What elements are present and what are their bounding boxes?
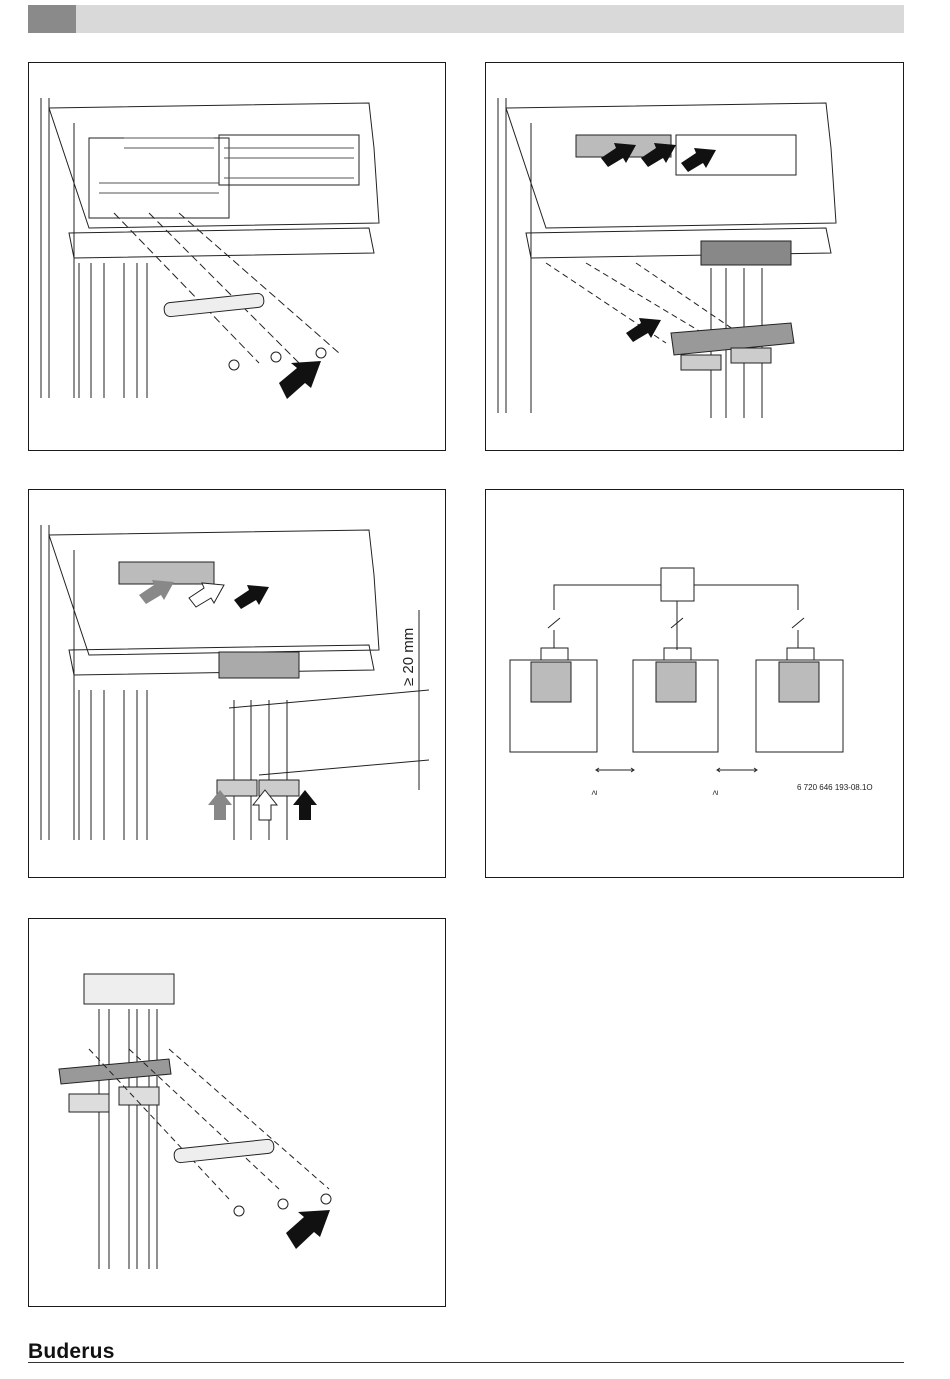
figure-2-illustration: [486, 63, 905, 452]
figure-3-illustration: [29, 490, 447, 879]
figure-panel-2: [485, 62, 904, 451]
figure-id: 6 720 646 193-08.1O: [797, 783, 873, 792]
figure-panel-1: [28, 62, 446, 451]
figure-panel-4: ≥ ≥ 6 720 646 193-08.1O: [485, 489, 904, 878]
figure-panel-3: ≥ 20 mm: [28, 489, 446, 878]
spacing-mark-right: ≥: [710, 790, 720, 795]
figure-1-illustration: [29, 63, 447, 452]
arrow-icon: [286, 1210, 330, 1249]
footer-divider: [28, 1362, 904, 1363]
brand-logo: Buderus: [28, 1340, 115, 1364]
header-bar: [28, 5, 904, 33]
figure-panel-5: [28, 918, 446, 1307]
figure-4-schematic: [486, 490, 905, 879]
clearance-label: ≥ 20 mm: [400, 628, 417, 686]
figure-5-illustration: [29, 919, 447, 1308]
arrow-icon: [601, 143, 716, 342]
header-tab: [28, 5, 76, 33]
spacing-mark-left: ≥: [589, 790, 599, 795]
arrow-icon: [279, 361, 321, 399]
